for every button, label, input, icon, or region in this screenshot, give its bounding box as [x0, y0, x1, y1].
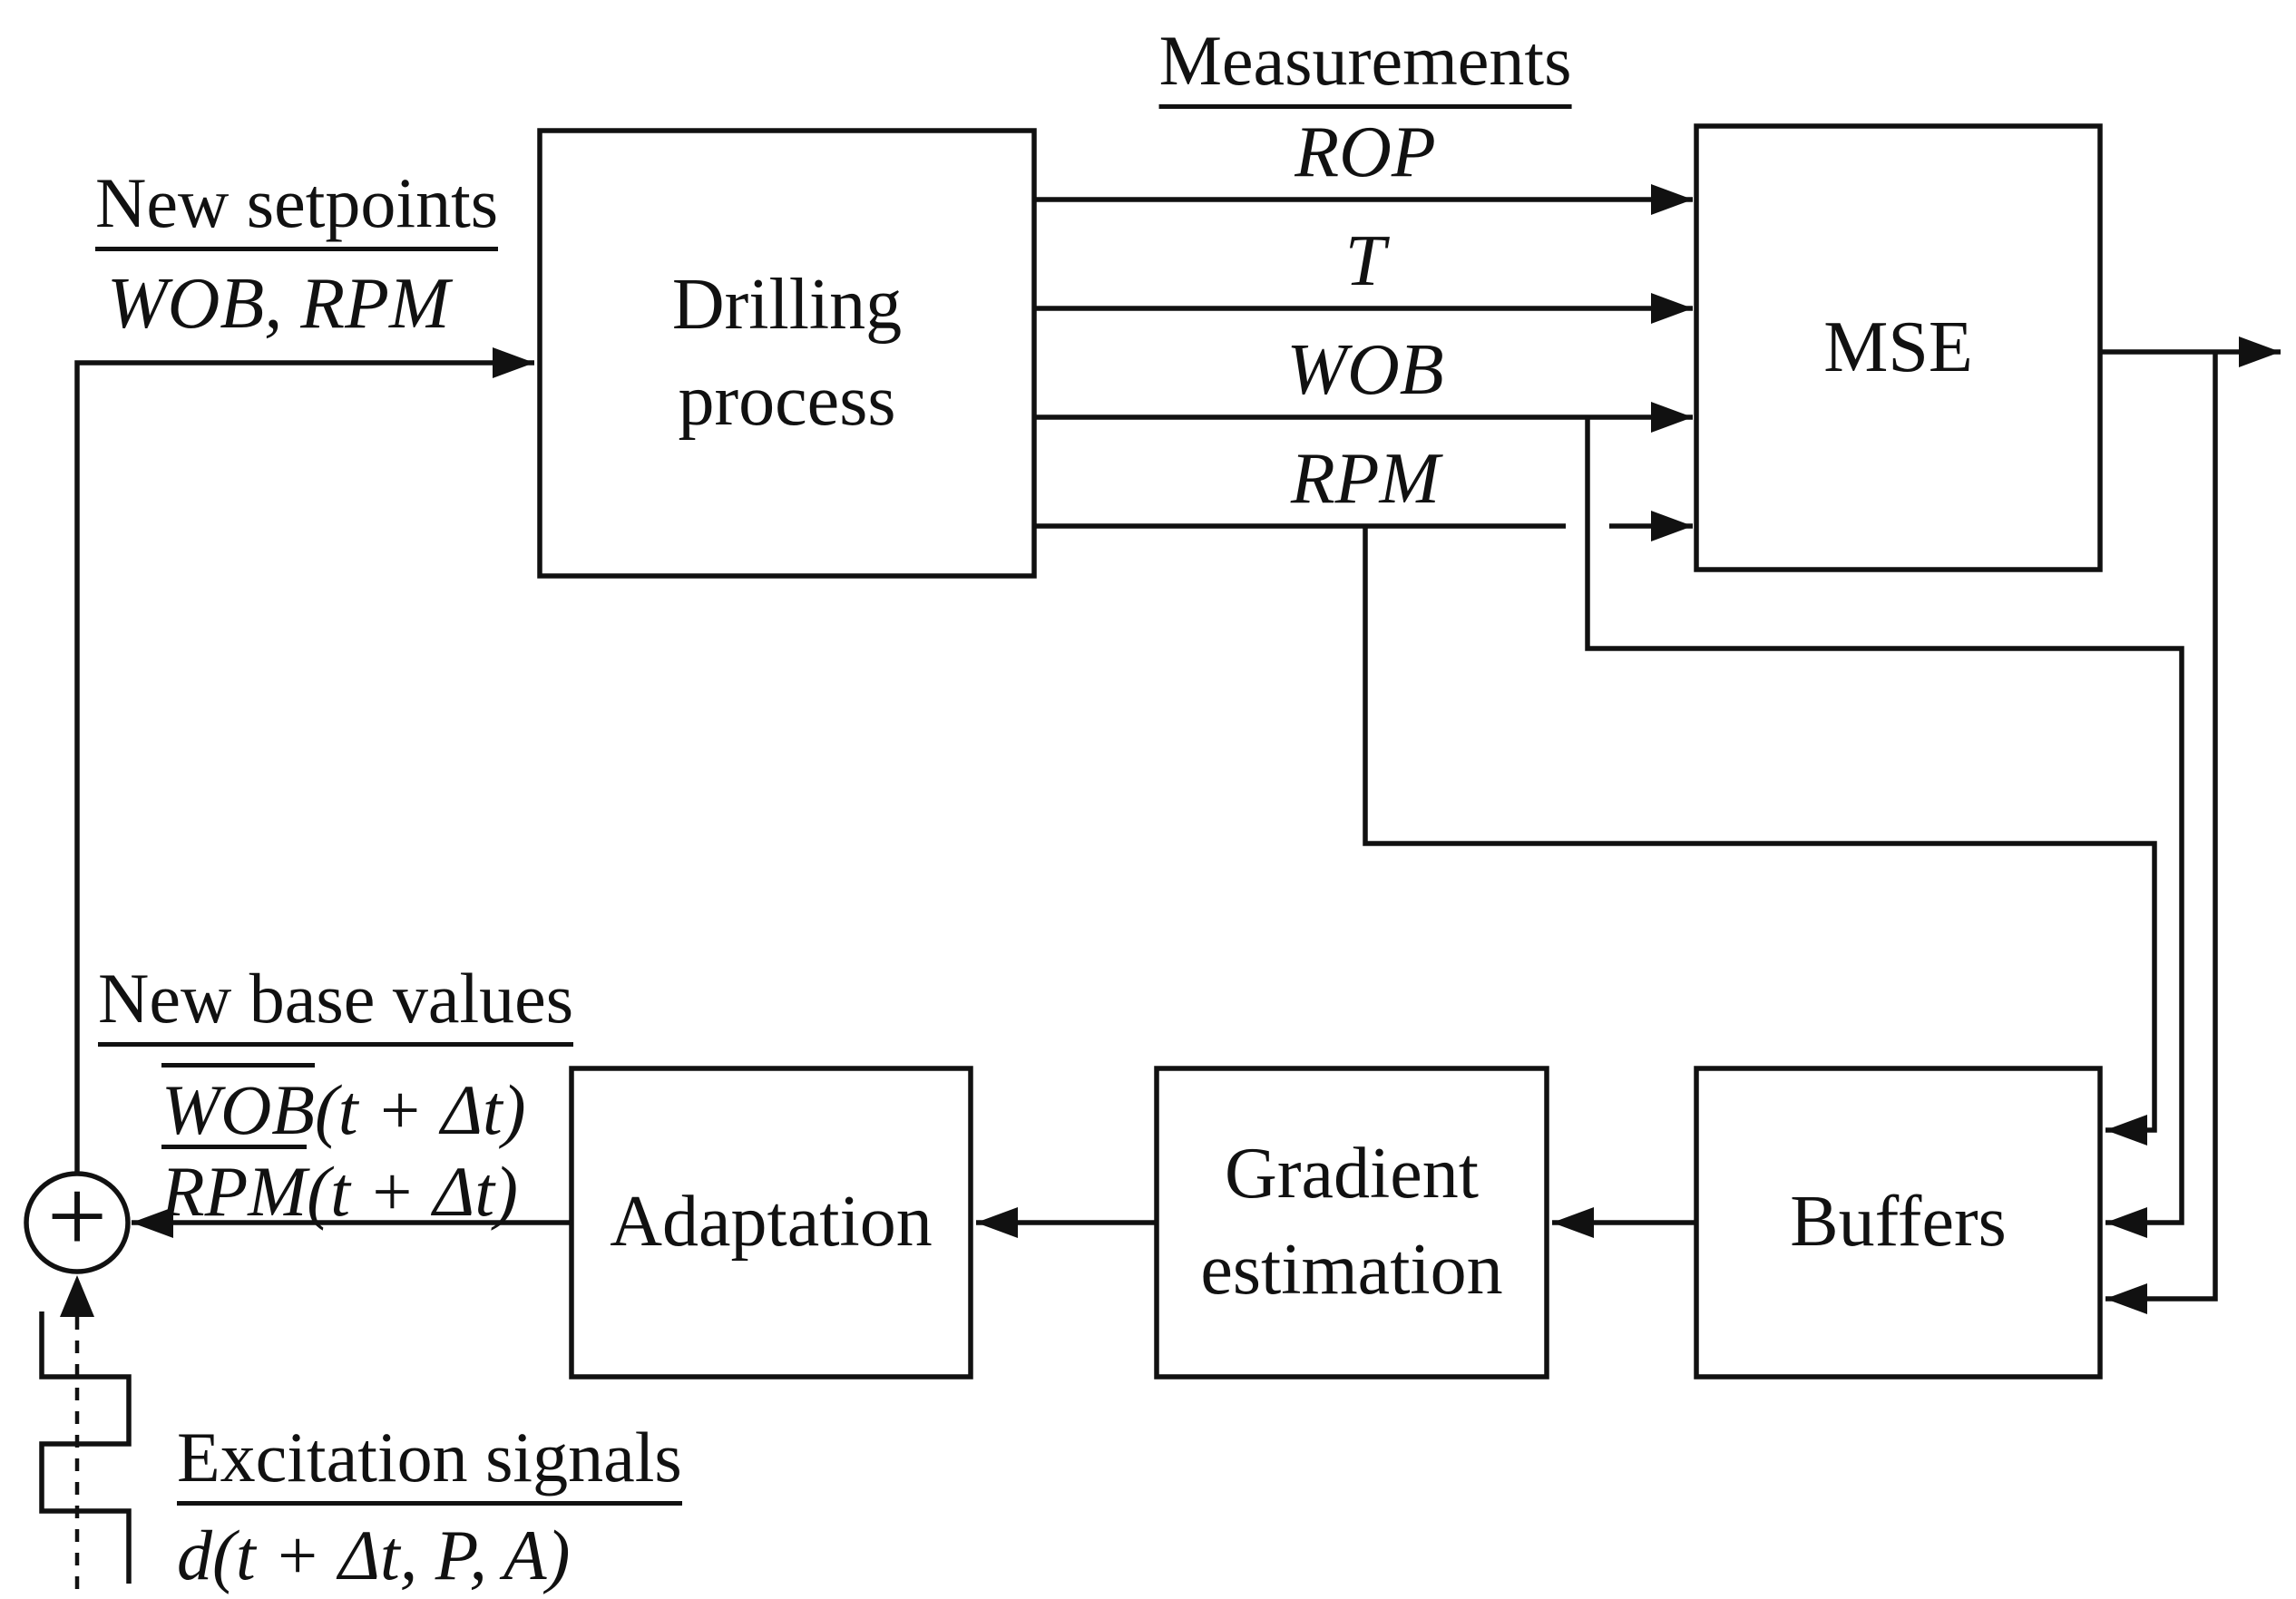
- rpm-feedback-path: [1363, 526, 2157, 1146]
- sum-plus-sign: +: [46, 1155, 108, 1275]
- new-setpoints-header: New setpoints: [95, 168, 499, 251]
- wob-base-args: (t + Δt): [314, 1070, 526, 1149]
- mse-box: [1694, 123, 2103, 572]
- measurements-header: Measurements: [1158, 25, 1572, 109]
- rpm-label: RPM: [1290, 439, 1441, 519]
- setpoint-feedback-path: [74, 347, 534, 1174]
- mse-feedback-path: [2105, 352, 2218, 1314]
- excitation-signals-header: Excitation signals: [177, 1422, 682, 1506]
- rpm-base-args: (t + Δt): [307, 1152, 518, 1231]
- buffers-label: Buffers: [1790, 1182, 2007, 1263]
- torque-label: T: [1344, 221, 1386, 301]
- excitation-arrowhead: [60, 1275, 94, 1317]
- excitation-step-waveform: [39, 1311, 132, 1584]
- rpm-base-var: RPM: [161, 1145, 308, 1227]
- drilling-process-box: [537, 128, 1037, 579]
- rpm-base-equation: RPM(t + Δt): [161, 1145, 518, 1227]
- wob-base-var: WOB: [161, 1063, 315, 1146]
- setpoints-vars-label: WOB, RPM: [107, 264, 450, 344]
- drilling-process-label: Drilling process: [671, 264, 903, 441]
- mse-label: MSE: [1823, 307, 1973, 387]
- wob-base-equation: WOB(t + Δt): [161, 1063, 526, 1146]
- wob-label: WOB: [1286, 330, 1444, 410]
- excitation-formula-label: d(t + Δt, P, A): [177, 1516, 571, 1594]
- new-base-values-header: New base values: [98, 963, 574, 1047]
- adaptation-label: Adaptation: [610, 1182, 933, 1263]
- rop-label: ROP: [1295, 112, 1436, 192]
- gradient-estimation-label: Gradient estimation: [1200, 1134, 1503, 1310]
- wob-feedback-path: [1585, 417, 2184, 1238]
